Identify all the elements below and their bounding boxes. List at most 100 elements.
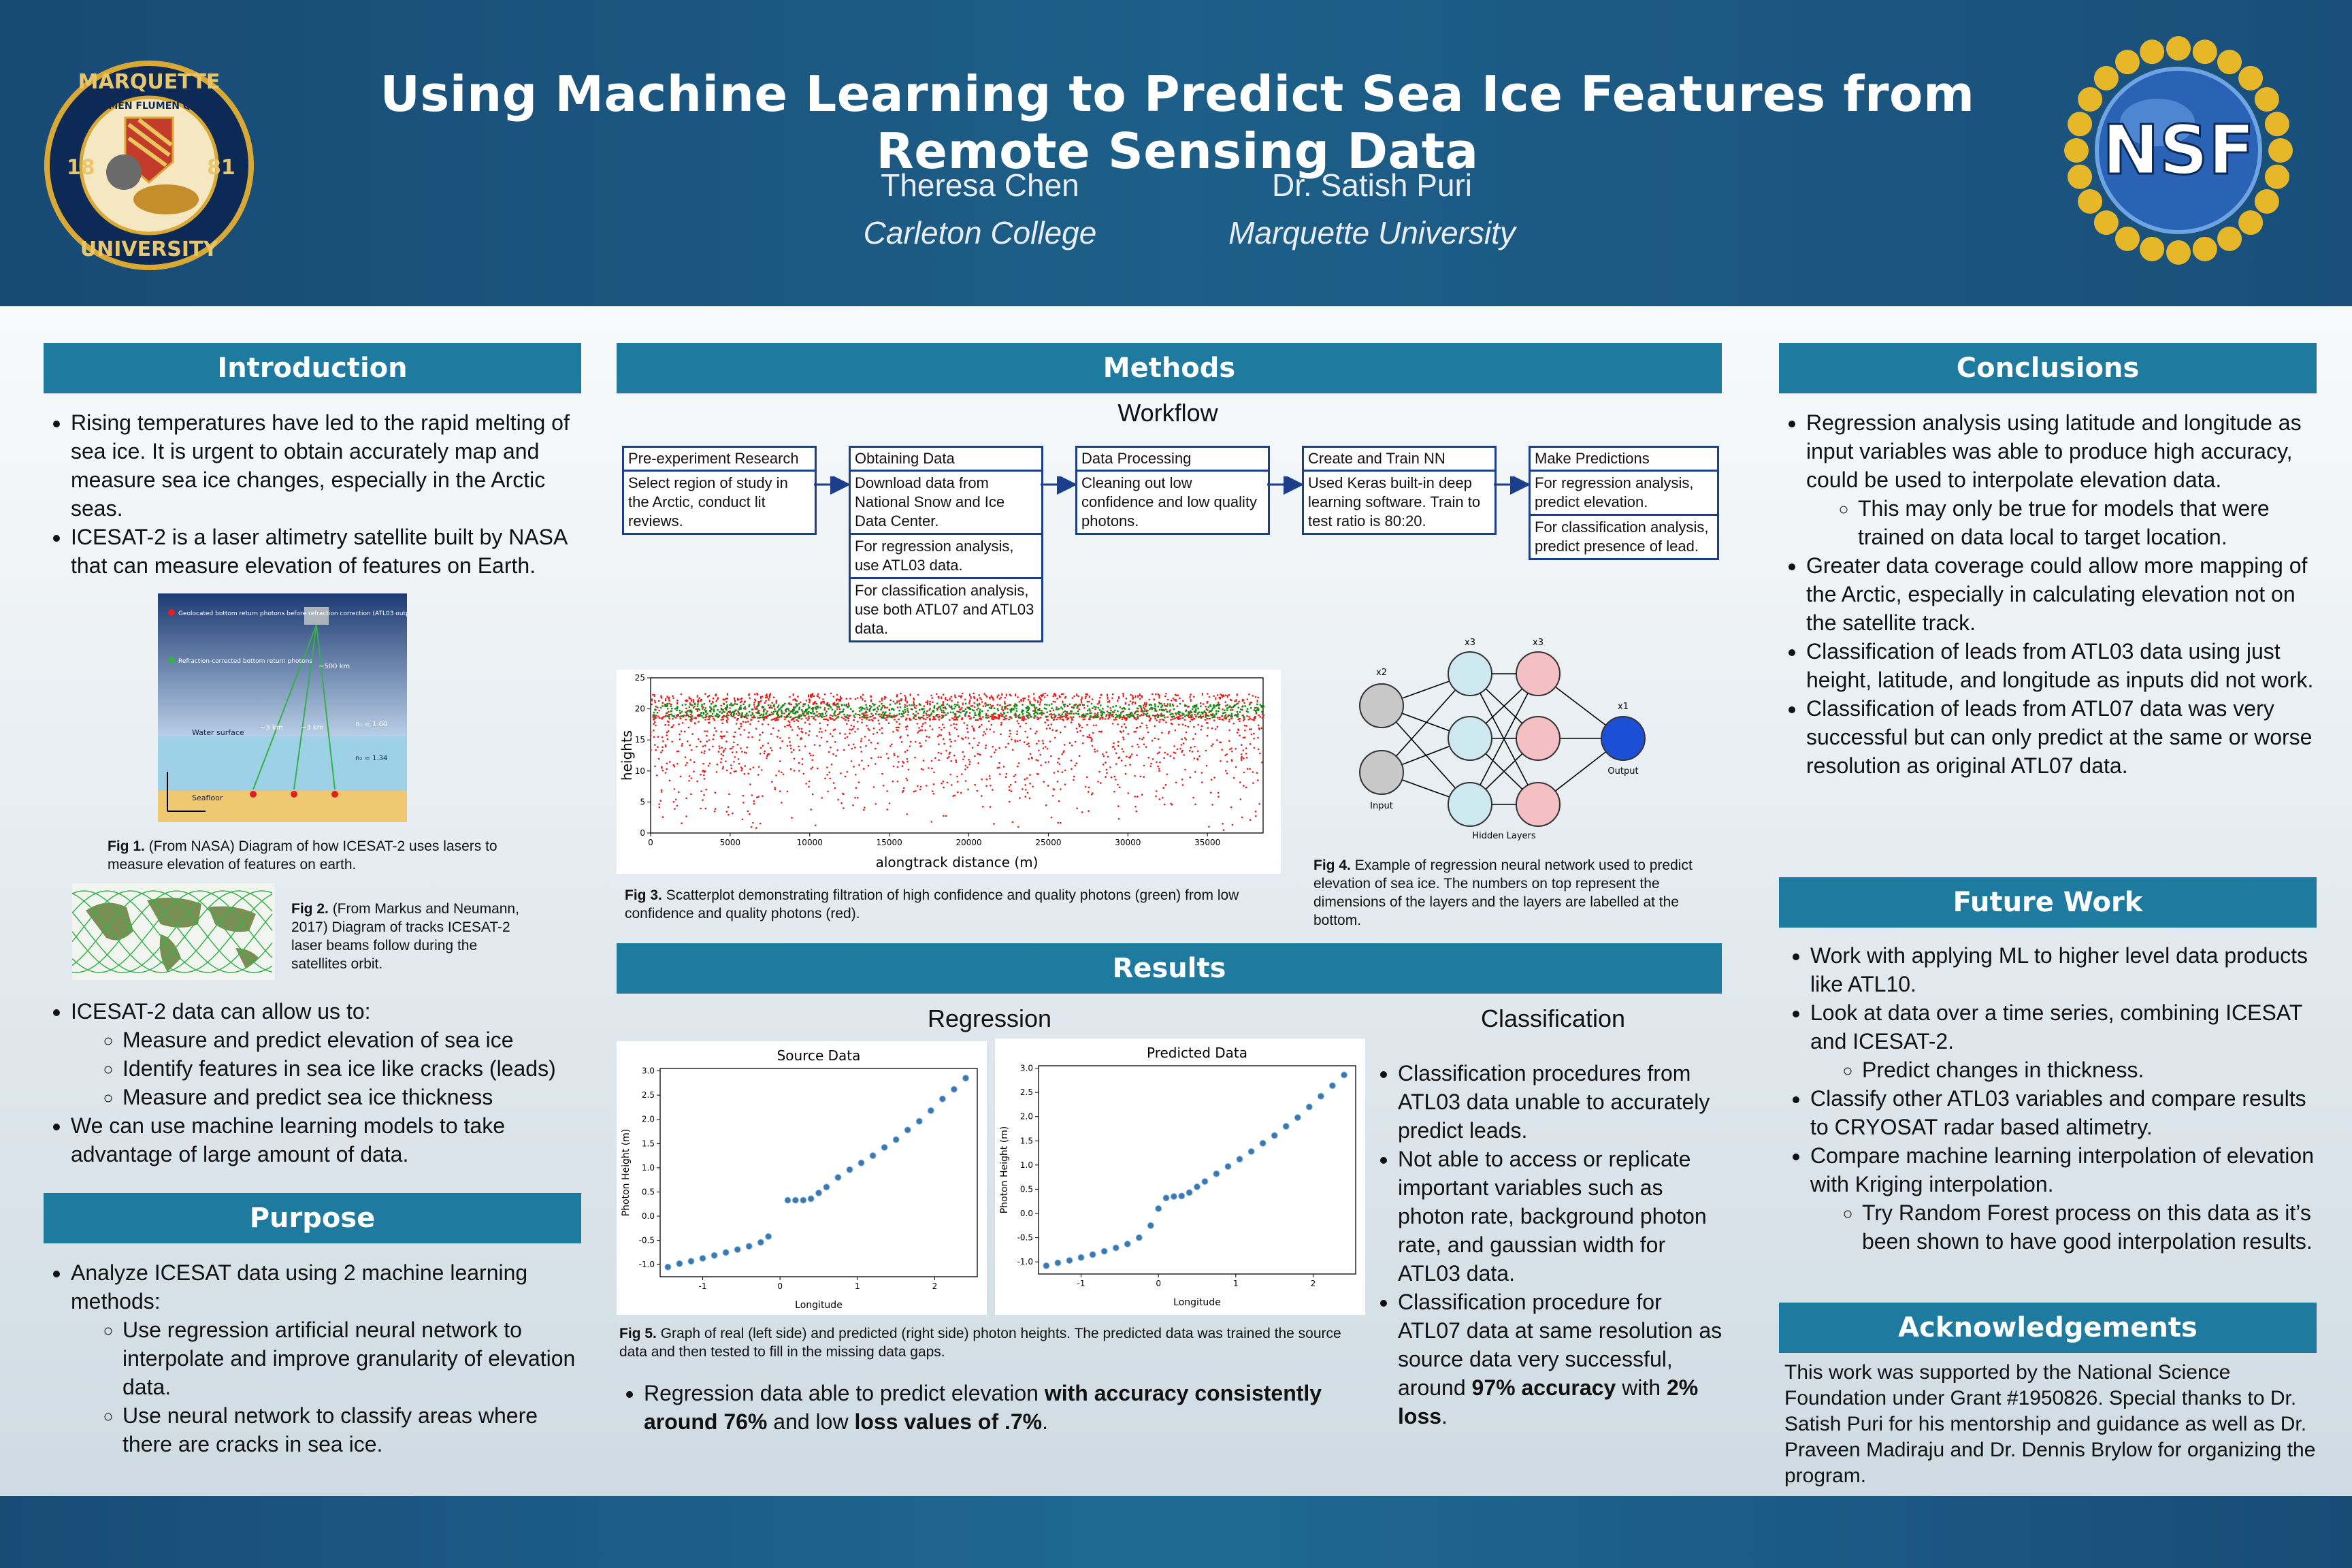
fig3-high-confidence-point	[954, 704, 956, 706]
fig3-high-confidence-point	[834, 710, 836, 713]
fig3-low-confidence-point	[1221, 715, 1223, 717]
fig3-low-confidence-point	[865, 745, 867, 747]
fig3-low-confidence-point	[792, 699, 794, 701]
fig3-low-confidence-point	[753, 802, 755, 805]
fig3-low-confidence-point	[1193, 718, 1196, 719]
fig3-low-confidence-point	[1086, 776, 1088, 779]
fig3-low-confidence-point	[776, 700, 777, 703]
fig3-low-confidence-point	[1108, 717, 1111, 719]
fig3-low-confidence-point	[653, 714, 655, 716]
fig5-source-data-point	[962, 1075, 969, 1082]
fig3-high-confidence-point	[1218, 704, 1220, 706]
fig3-low-confidence-point	[926, 717, 929, 719]
fig3-low-confidence-point	[994, 716, 997, 718]
fig3-low-confidence-point	[826, 719, 829, 721]
fig3-high-confidence-point	[836, 703, 838, 705]
fig3-low-confidence-point	[782, 773, 785, 776]
fig3-high-confidence-point	[756, 708, 758, 710]
fig3-low-confidence-point	[730, 764, 732, 766]
fig3-low-confidence-point	[858, 717, 861, 719]
fig3-high-confidence-point	[701, 715, 703, 717]
fig3-low-confidence-point	[836, 698, 837, 702]
fig5-predicted-data-point	[1112, 1244, 1120, 1252]
fig3-low-confidence-point	[990, 755, 992, 758]
fig3-low-confidence-point	[941, 723, 944, 725]
fig3-low-confidence-point	[994, 751, 996, 753]
fig3-high-confidence-point	[1015, 704, 1018, 707]
fig3-high-confidence-point	[1065, 715, 1067, 717]
fig3-low-confidence-point	[909, 740, 912, 743]
fig3-high-confidence-point	[1149, 703, 1152, 706]
fig3-low-confidence-point	[985, 778, 988, 781]
fig3-high-confidence-point	[1100, 704, 1102, 706]
fig3-high-confidence-point	[960, 711, 962, 714]
fig3-low-confidence-point	[790, 719, 793, 721]
fig3-low-confidence-point	[1133, 717, 1136, 719]
fig3-high-confidence-point	[1138, 704, 1141, 707]
fig3-low-confidence-point	[867, 728, 869, 730]
fig5-source-data-point	[904, 1126, 911, 1134]
fig3-high-confidence-point	[977, 704, 979, 707]
fig3-low-confidence-point	[1060, 693, 1063, 696]
fig3-high-confidence-point	[1015, 715, 1017, 717]
fig3-low-confidence-point	[893, 753, 896, 755]
fig3-low-confidence-point	[927, 700, 929, 703]
fig3-low-confidence-point	[1216, 739, 1218, 741]
fig3-low-confidence-point	[1207, 693, 1209, 695]
fig3-low-confidence-point	[1236, 693, 1238, 696]
fig3-high-confidence-point	[668, 716, 670, 718]
fig3-low-confidence-point	[1231, 708, 1234, 711]
nsf-ray-mark	[2093, 65, 2119, 91]
fig3-low-confidence-point	[1021, 717, 1024, 719]
fig3-low-confidence-point	[1115, 763, 1117, 765]
fig3-low-confidence-point	[961, 692, 964, 695]
fig3-high-confidence-point	[1033, 706, 1036, 708]
fig3-high-confidence-point	[974, 714, 976, 717]
fig3-low-confidence-point	[927, 702, 928, 706]
fig3-low-confidence-point	[1164, 704, 1167, 707]
fig5-predicted-data-point	[1124, 1240, 1131, 1247]
fig3-low-confidence-point	[1139, 725, 1141, 728]
fig3-low-confidence-point	[1005, 715, 1008, 717]
fig3-low-confidence-point	[993, 716, 996, 717]
fig3-low-confidence-point	[856, 797, 859, 799]
fig3-y-tick-label: 20	[635, 704, 645, 714]
fig3-high-confidence-point	[796, 704, 799, 706]
fig3-low-confidence-point	[1253, 738, 1255, 740]
fig3-low-confidence-point	[668, 700, 670, 702]
fig5-predicted-data-point	[1259, 1139, 1267, 1147]
fig3-high-confidence-point	[923, 708, 925, 710]
fig3-low-confidence-point	[1070, 760, 1073, 762]
fig3-low-confidence-point	[751, 736, 753, 738]
fig3-high-confidence-point	[676, 706, 679, 708]
fig3-low-confidence-point	[1252, 695, 1254, 697]
fig3-low-confidence-point	[1260, 727, 1262, 730]
fig3-low-confidence-point	[879, 700, 881, 703]
fig3-low-confidence-point	[1042, 747, 1045, 749]
fig3-low-confidence-point	[1204, 719, 1207, 721]
fig5-source-x-axis-label: Longitude	[795, 1300, 843, 1311]
fig3-low-confidence-point	[1001, 714, 1004, 715]
fig3-low-confidence-point	[717, 751, 720, 753]
fig3-low-confidence-point	[1149, 719, 1152, 721]
fig3-low-confidence-point	[1040, 764, 1042, 766]
fig3-low-confidence-point	[775, 774, 777, 777]
fig3-low-confidence-point	[832, 782, 835, 784]
fig3-high-confidence-point	[1093, 706, 1096, 708]
fig3-low-confidence-point	[928, 709, 930, 711]
fig3-low-confidence-point	[985, 728, 988, 730]
fig3-low-confidence-point	[978, 694, 980, 696]
fig3-low-confidence-point	[853, 719, 855, 721]
fig3-low-confidence-point	[796, 734, 798, 736]
fig3-low-confidence-point	[1175, 752, 1177, 754]
fig3-low-confidence-point	[938, 696, 940, 699]
fig3-high-confidence-point	[666, 712, 668, 715]
fig3-low-confidence-point	[1153, 698, 1155, 700]
fig3-high-confidence-point	[962, 710, 964, 713]
fig3-low-confidence-point	[1089, 718, 1091, 721]
fig3-low-confidence-point	[846, 723, 848, 725]
fig3-low-confidence-point	[1064, 744, 1066, 746]
fig3-low-confidence-point	[1180, 744, 1183, 746]
fig3-low-confidence-point	[1163, 757, 1165, 760]
fig3-high-confidence-point	[1230, 713, 1233, 715]
